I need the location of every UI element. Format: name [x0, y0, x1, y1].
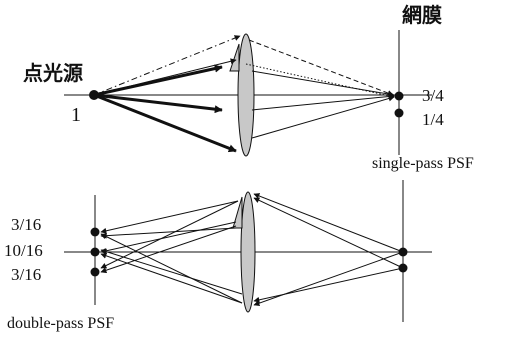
bottom-out-ray-5 — [100, 227, 237, 239]
bottom-retina-spot-upper — [398, 247, 408, 257]
point-source-dot — [89, 90, 99, 100]
bottom-wedge — [232, 196, 243, 229]
top-ray-thick-2 — [93, 93, 223, 114]
bottom-out-ray-4 — [100, 225, 237, 274]
top-wedge — [229, 43, 240, 72]
single-pass-section: 点光源 1 網膜 3/4 1/4 single-pass PSF — [23, 3, 474, 172]
bottom-detector-spot-top — [90, 227, 100, 237]
bottom-back-ray-2 — [253, 251, 404, 307]
top-lens — [237, 33, 255, 157]
top-retina-spot-lower — [394, 108, 404, 118]
top-ray-thin-wedge — [93, 58, 237, 96]
bottom-retina-spot-lower — [398, 263, 408, 273]
bottom-back-ray-3 — [253, 197, 404, 269]
single-pass-psf-label: single-pass PSF — [372, 155, 474, 172]
bottom-out-ray-1 — [100, 200, 239, 234]
top-ray-thick-3 — [93, 93, 237, 153]
bottom-lens — [240, 191, 256, 313]
bottom-detector-spot-middle — [90, 247, 100, 257]
single-pass-top-fraction: 3/4 — [422, 86, 444, 105]
bottom-out-ray-6 — [100, 233, 243, 304]
top-exit-ray-dotted — [245, 63, 395, 99]
bottom-out-ray-8 — [100, 248, 243, 295]
bottom-back-ray-1 — [253, 193, 404, 253]
top-exit-ray-1 — [251, 70, 395, 98]
source-number-label: 1 — [71, 104, 81, 126]
bottom-out-ray-3 — [100, 221, 237, 254]
point-source-label: 点光源 — [23, 61, 83, 85]
single-pass-bottom-fraction: 1/4 — [422, 110, 444, 129]
top-exit-ray-dashed — [248, 39, 394, 96]
double-pass-top-fraction: 3/16 — [11, 215, 41, 234]
retina-label: 網膜 — [402, 3, 442, 27]
top-retina-spot-upper — [394, 91, 404, 101]
double-pass-section: 3/16 10/16 3/16 double-pass PSF — [4, 180, 432, 332]
double-pass-psf-label: double-pass PSF — [7, 315, 114, 332]
double-pass-middle-fraction: 10/16 — [4, 241, 43, 260]
bottom-back-ray-4 — [253, 267, 404, 303]
top-ray-thick-1 — [93, 64, 223, 97]
top-exit-ray-2 — [251, 93, 395, 111]
top-ray-dashdot — [93, 35, 241, 96]
bottom-out-ray-7 — [100, 252, 243, 304]
double-pass-bottom-fraction: 3/16 — [11, 265, 41, 284]
top-exit-ray-3 — [251, 95, 395, 139]
bottom-detector-spot-bottom — [90, 267, 100, 277]
